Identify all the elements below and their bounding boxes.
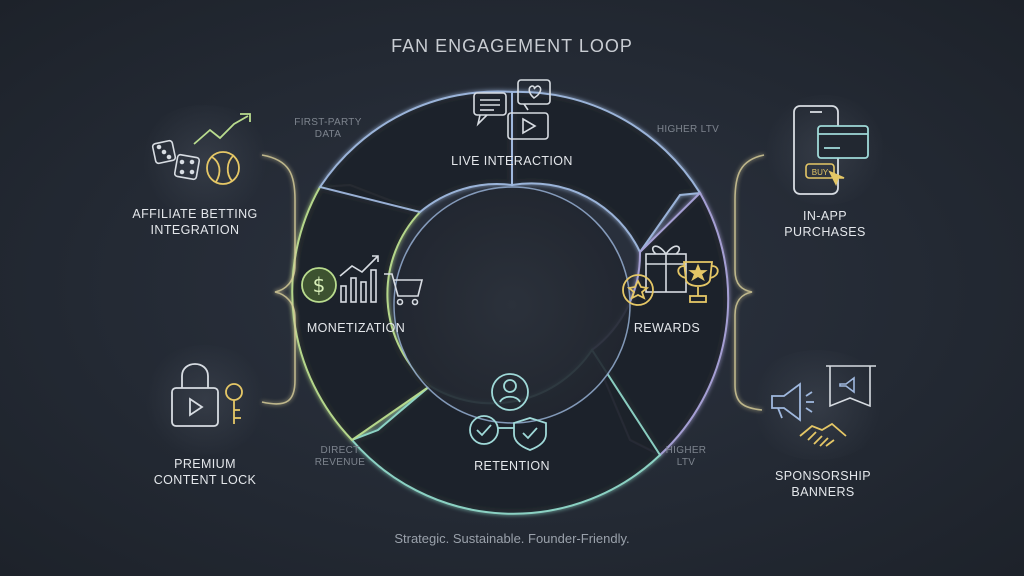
baseball-icon [206,151,240,185]
inapp-line2: PURCHASES [784,225,866,239]
inapp-line1: IN-APP [802,209,848,223]
monetization-label: MONETIZATION [306,321,406,335]
note-direct-revenue: DIRECT REVENUE [300,445,380,469]
note-first-party-line2: DATA [314,129,342,140]
premium-line2: CONTENT LOCK [153,473,257,487]
dice-icon [151,139,201,181]
affiliate-betting-label: AFFILIATE BETTING INTEGRATION [120,206,270,238]
trend-arrow-icon [193,113,251,145]
left-brace [261,154,296,405]
glow-premium [140,345,270,455]
note-higher-ltv-bottom-line1: HIGHER [665,445,707,456]
affiliate-line1: AFFILIATE BETTING [132,207,258,221]
retention-label: RETENTION [474,459,550,473]
loop-center [393,186,631,424]
premium-line1: PREMIUM [174,457,236,471]
right-brace [734,154,765,411]
key-icon [225,383,243,424]
note-direct-revenue-line2: REVENUE [314,457,366,468]
credit-card-icon [817,125,869,159]
note-first-party-data: FIRST-PARTY DATA [288,117,368,141]
note-higher-ltv-bottom: HIGHER LTV [646,445,726,469]
sponsorship-banners-label: SPONSORSHIP BANNERS [748,468,898,500]
loop-ring [291,90,730,515]
note-higher-ltv-top: HIGHER LTV [656,124,720,135]
note-first-party-line1: FIRST-PARTY [294,117,362,128]
note-direct-revenue-line1: DIRECT [320,445,360,456]
coin-star-icon [622,274,654,306]
trophy-icon [677,261,719,303]
play-icon [507,112,549,140]
premium-content-label: PREMIUM CONTENT LOCK [130,456,280,488]
buy-button-icon [805,163,845,187]
rewards-label: REWARDS [633,321,701,335]
chat-bubbles-icon [473,92,507,127]
note-higher-ltv-bottom-line2: LTV [676,457,696,468]
svg-text:$: $ [313,273,326,297]
heart-icon [517,79,551,111]
glow-affiliate [135,105,275,215]
diagram-title: FAN ENGAGEMENT LOOP [391,36,633,56]
user-shield-icon [469,373,547,451]
bar-chart-icon [339,255,379,303]
in-app-purchases-label: IN-APP PURCHASES [760,208,890,240]
buy-label: BUY [812,168,829,177]
padlock-play-icon [171,363,219,427]
affiliate-line2: INTEGRATION [150,223,240,237]
dollar-coin-icon: $ [301,267,337,303]
cart-icon [384,273,424,306]
handshake-icon [799,422,847,447]
live-interaction-label: LIVE INTERACTION [451,154,573,168]
banner-flag-icon [826,365,876,408]
sponsorship-line2: BANNERS [791,485,855,499]
tagline: Strategic. Sustainable. Founder-Friendly… [394,531,630,546]
megaphone-icon [771,382,814,422]
sponsorship-line1: SPONSORSHIP [774,469,872,483]
